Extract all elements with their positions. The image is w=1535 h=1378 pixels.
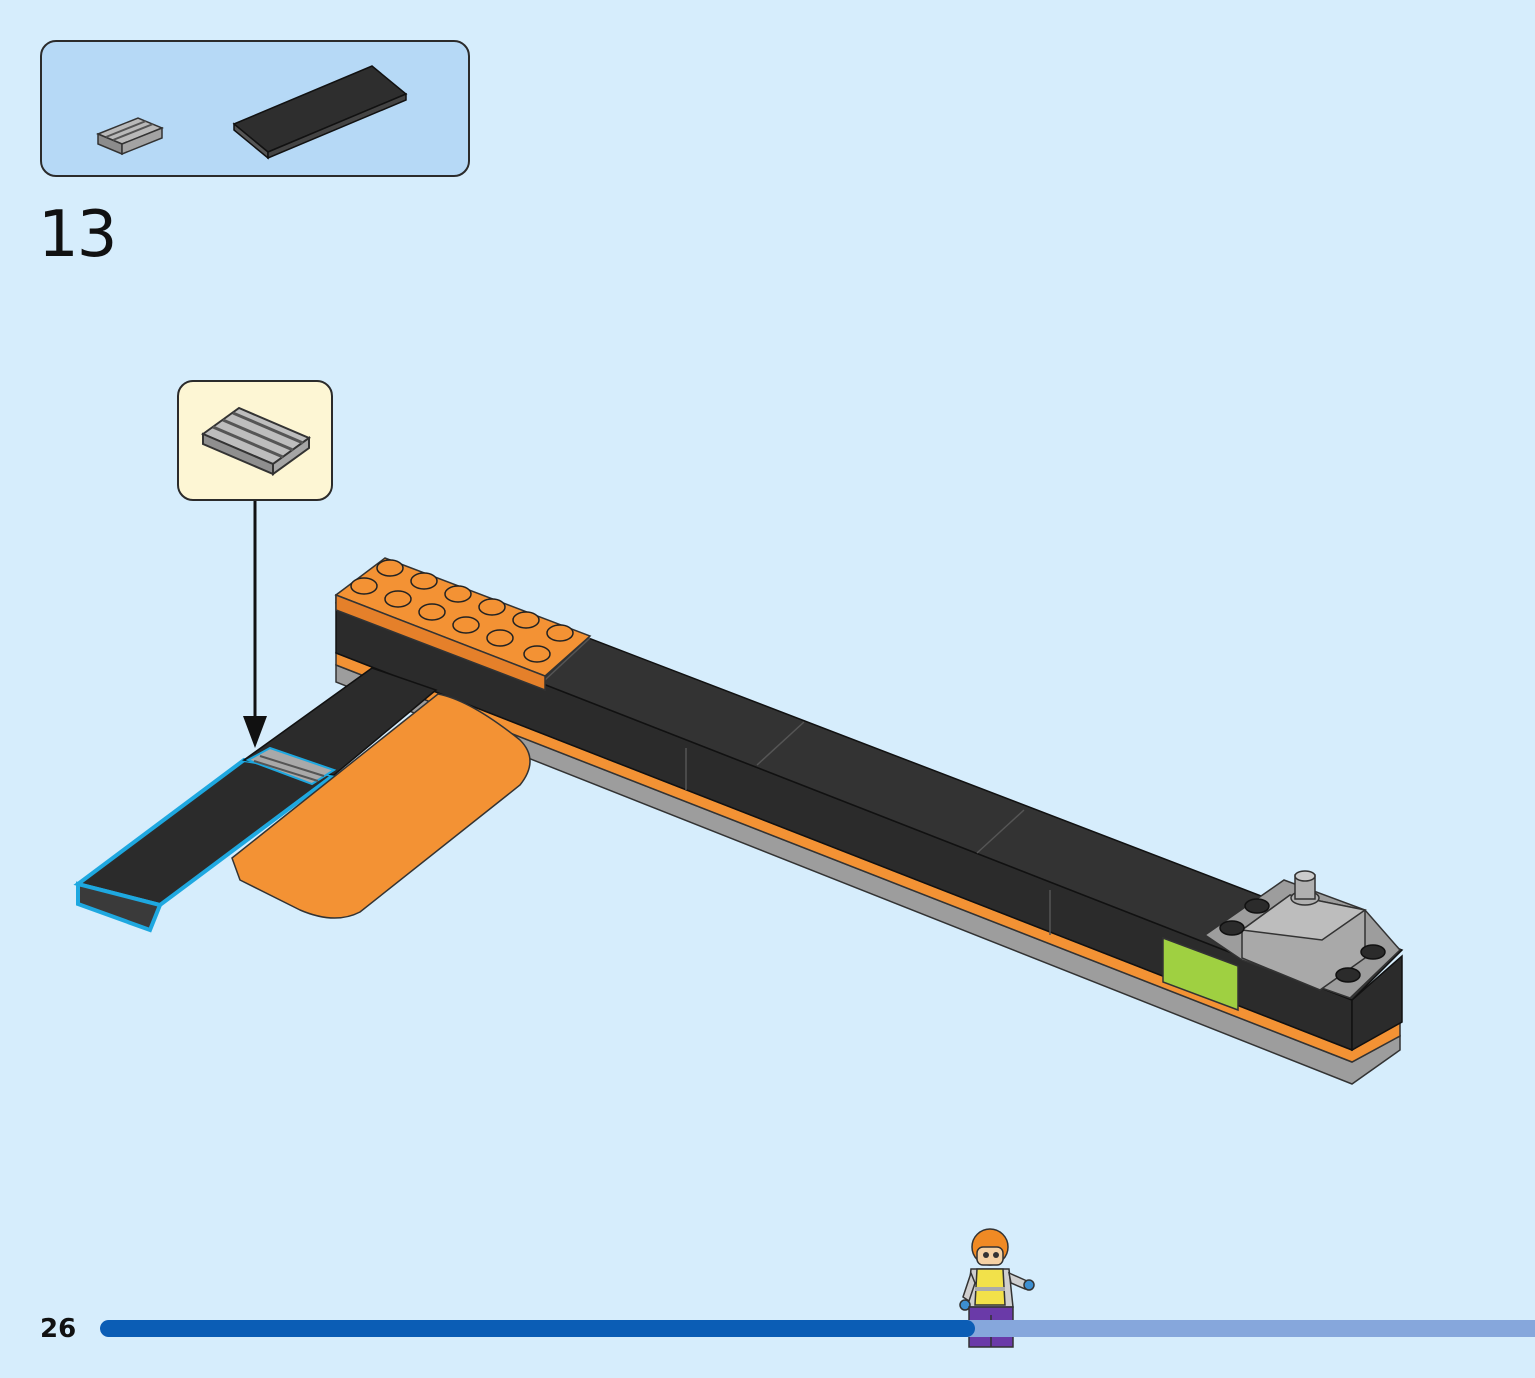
parts-list-box [40,40,470,177]
placement-arrow [243,501,267,748]
orange-studs [350,559,574,663]
black-tile-part [232,65,408,160]
callout-grille-tile-icon [200,406,312,476]
black-arm [73,667,438,933]
part-callout [177,380,333,501]
progress-bar-fill [100,1320,976,1337]
minifigure-icon [959,1228,1035,1348]
orange-slope [231,693,531,919]
placed-grille-tile [245,746,337,786]
beam-base [335,559,1404,1085]
step-number: 13 [38,198,117,272]
gray-block [1203,870,1402,999]
gray-grille-tile-part [96,117,164,156]
progress-bar [100,1320,1535,1337]
page-number: 26 [40,1314,77,1344]
